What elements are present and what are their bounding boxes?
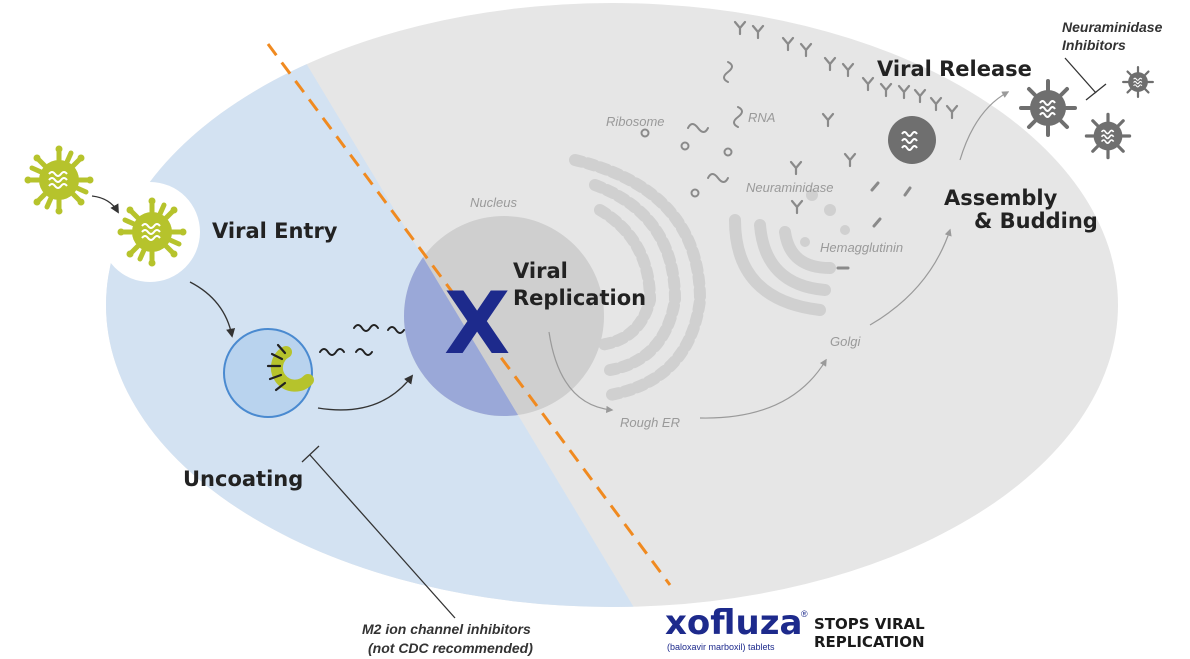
logo-tagline-1: STOPS VIRAL <box>814 615 925 633</box>
arrow-to-assembly <box>869 228 952 326</box>
note-m2-line1: M2 ion channel inhibitors <box>362 621 531 637</box>
label-hemagglutinin: Hemagglutinin <box>820 240 903 255</box>
endosome <box>223 328 313 418</box>
golgi <box>729 214 836 316</box>
note-neuraminidase-inhibitors-2: Inhibitors <box>1062 37 1126 53</box>
label-viral-replication-2: Replication <box>513 286 646 310</box>
virus-entry-icon <box>118 198 187 267</box>
released-virus-medium-icon <box>1084 112 1132 160</box>
logo-tagline-2: REPLICATION <box>814 633 925 651</box>
label-viral-entry: Viral Entry <box>212 219 338 243</box>
released-virus-small-icon <box>1122 66 1154 98</box>
label-uncoating: Uncoating <box>183 467 303 491</box>
hemagglutinin-proteins <box>836 181 912 270</box>
label-assembly-1: Assembly <box>944 186 1058 210</box>
label-ribosome: Ribosome <box>606 114 665 129</box>
m2-inhibitor-marker <box>301 445 456 619</box>
label-golgi: Golgi <box>830 334 861 349</box>
label-nucleus: Nucleus <box>470 195 517 210</box>
note-m2-line2: (not CDC recommended) <box>368 640 533 656</box>
uncoating-virus-icon <box>266 343 314 392</box>
xofluza-logo: xofluza ® (baloxavir marboxil) tablets S… <box>665 603 925 652</box>
arrow-to-nucleus <box>317 374 414 411</box>
arrow-to-entry <box>91 195 119 214</box>
label-rough-er: Rough ER <box>620 415 680 430</box>
label-neuraminidase: Neuraminidase <box>746 180 833 195</box>
rna-strands <box>687 61 743 183</box>
budding-virus-icon <box>888 116 936 164</box>
label-assembly-2: & Budding <box>974 209 1098 233</box>
virus-incoming-icon <box>25 146 94 215</box>
ribosome-icons <box>640 128 733 198</box>
rough-er <box>569 154 707 401</box>
arrow-to-golgi <box>699 358 827 419</box>
label-rna: RNA <box>748 110 775 125</box>
logo-registered: ® <box>801 609 808 619</box>
label-viral-replication-1: Viral <box>513 259 568 283</box>
released-virus-large-icon <box>1019 79 1077 137</box>
arrow-to-release <box>959 91 1010 161</box>
note-neuraminidase-inhibitors-1: Neuraminidase <box>1062 19 1163 35</box>
divider-line <box>266 43 672 586</box>
rna-squiggles <box>319 324 405 356</box>
replication-block-mark: X <box>444 274 510 374</box>
neuraminidase-inhibitor-marker <box>1064 57 1107 101</box>
label-viral-release: Viral Release <box>877 57 1032 81</box>
arrow-to-endosome <box>189 281 236 338</box>
logo-wordmark: xofluza <box>665 603 802 643</box>
arrow-to-rough-er <box>548 331 614 414</box>
logo-generic-name: (baloxavir marboxil) tablets <box>667 642 775 652</box>
